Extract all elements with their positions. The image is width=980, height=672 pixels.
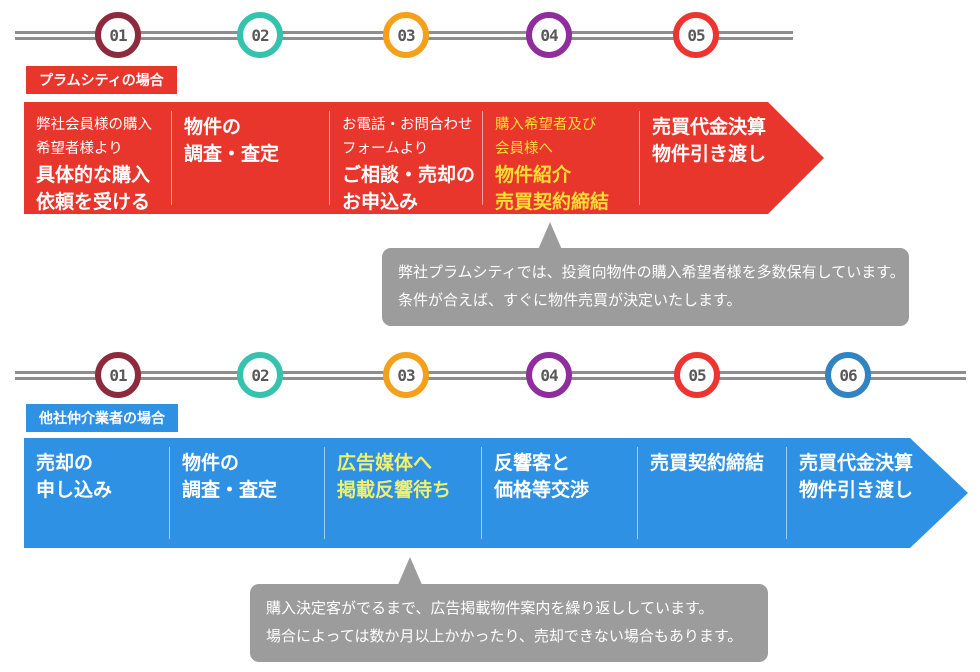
timeline-step-circle: 02 [237,12,283,58]
text-line: 申し込み [36,479,113,501]
flow-step-column-highlight: 広告媒体へ掲載反響待ち [325,447,482,539]
text-line: 売買契約締結 [650,453,765,474]
timeline-step-number: 05 [687,25,705,45]
text-line: 掲載反響待ち [337,479,452,501]
text-line: お申込み [342,191,419,213]
timeline-line [15,371,966,380]
flow-step-column: お電話・お問合わせフォームより ご相談・売却のお申込み [330,111,483,205]
step-main-text: 売買代金決算物件引き渡し [799,451,913,505]
timeline-step-circle: 06 [825,352,871,398]
step-main-text: 物件の調査・査定 [182,451,277,505]
text-line: フォームより [342,140,429,157]
timeline-step-number: 05 [688,365,706,385]
step-main-text: ご相談・売却のお申込み [342,163,475,217]
flow-step-column: 売買代金決算物件引き渡し [787,447,968,539]
text-line: お電話・お問合わせ [342,117,473,133]
flow-step-column: 物件の調査・査定 [170,447,325,539]
timeline-step-number: 02 [251,365,269,385]
flow-step-column: 反響客と価格等交渉 [482,447,638,539]
step-main-text: 売買代金決算物件引き渡し [652,115,766,169]
text-line: 物件の [184,117,242,138]
timeline-step-circle: 05 [674,352,720,398]
timeline-step-number: 04 [540,365,558,385]
text-line: 弊社プラムシティでは、投資向物件の購入希望者様を多数保有しています。 [398,264,905,281]
text-line: 調査・査定 [182,479,278,501]
step-main-text: 具体的な購入依頼を受ける [36,163,150,217]
text-line: 物件引き渡し [799,479,914,501]
text-line: 購入希望者及び [495,117,597,133]
text-line: 物件の [182,453,240,474]
text-line: 条件が合えば、すぐに物件売買が決定いたします。 [398,291,742,309]
step-main-text: 売買契約締結 [650,451,764,478]
text-line: ご相談・売却の [342,164,476,186]
plum-note-pointer [537,222,563,252]
timeline-step-number: 01 [109,25,127,45]
text-line: 物件引き渡し [652,143,767,165]
text-line: 場合によっては数か月以上かかったり、売却できない場合もあります。 [266,627,743,645]
text-line: 物件紹介 [495,164,572,186]
text-line: 調査・査定 [184,143,280,165]
flow-step-column-highlight: 購入希望者及び会員様へ 物件紹介売買契約締結 [483,111,640,205]
timeline-step-circle: 02 [237,352,283,398]
flow-step-column: 売買代金決算物件引き渡し [640,111,824,205]
step-sub-text: お電話・お問合わせフォームより [342,114,473,162]
step-main-text: 物件紹介売買契約締結 [495,163,609,217]
text-line: 弊社会員様の購入 [36,117,152,133]
text-line: 売買代金決算 [652,117,767,138]
step-sub-text: 購入希望者及び会員様へ [495,114,597,162]
timeline-step-circle: 01 [95,12,141,58]
timeline-step-number: 02 [251,25,269,45]
flow-step-column: 弊社会員様の購入希望者様より 具体的な購入依頼を受ける [24,111,172,205]
flow-step-column: 物件の調査・査定 [172,111,330,205]
timeline-step-circle: 05 [673,12,719,58]
text-line: 反響客と [494,453,571,474]
text-line: 会員様へ [495,140,553,157]
other-note-bubble: 購入決定客がでるまで、広告掲載物件案内を繰り返ししています。場合によっては数か月… [250,584,768,662]
step-main-text: 広告媒体へ掲載反響待ち [337,451,451,505]
flow-step-column: 売却の申し込み [24,447,170,539]
timeline-step-number: 03 [397,25,415,45]
timeline-step-number: 06 [839,365,857,385]
step-sub-text: 弊社会員様の購入希望者様より [36,114,152,162]
plum-flow-banner: 弊社会員様の購入希望者様より 具体的な購入依頼を受ける 物件の調査・査定 お電話… [24,102,824,214]
timeline-plum: 01 02 03 04 05 [0,12,980,58]
text-line: 売買代金決算 [799,453,914,474]
text-line: 広告媒体へ [337,453,433,474]
step-main-text: 物件の調査・査定 [184,115,279,169]
text-line: 売買契約締結 [495,191,610,213]
timeline-step-number: 04 [540,25,558,45]
timeline-step-number: 01 [109,365,127,385]
text-line: 売却の [36,453,94,474]
timeline-step-circle: 04 [526,12,572,58]
plum-case-label: プラムシティの場合 [26,66,177,94]
timeline-step-circle: 03 [383,352,429,398]
plum-note-bubble: 弊社プラムシティでは、投資向物件の購入希望者様を多数保有しています。条件が合えば… [382,248,909,326]
flow-step-column: 売買契約締結 [638,447,787,539]
timeline-other: 01 02 03 04 05 06 [0,352,980,398]
timeline-step-circle: 03 [383,12,429,58]
timeline-step-circle: 01 [95,352,141,398]
text-line: 価格等交渉 [494,479,590,501]
text-line: 依頼を受ける [36,191,151,213]
step-main-text: 反響客と価格等交渉 [494,451,589,505]
step-main-text: 売却の申し込み [36,451,112,505]
timeline-step-number: 03 [397,365,415,385]
timeline-step-circle: 04 [526,352,572,398]
other-note-pointer [397,557,423,587]
text-line: 購入決定客がでるまで、広告掲載物件案内を繰り返ししています。 [266,600,714,617]
text-line: 具体的な購入 [36,164,151,186]
other-case-label: 他社仲介業者の場合 [26,404,178,432]
other-flow-banner: 売却の申し込み 物件の調査・査定 広告媒体へ掲載反響待ち 反響客と価格等交渉 売… [24,438,968,548]
text-line: 希望者様より [36,140,123,157]
